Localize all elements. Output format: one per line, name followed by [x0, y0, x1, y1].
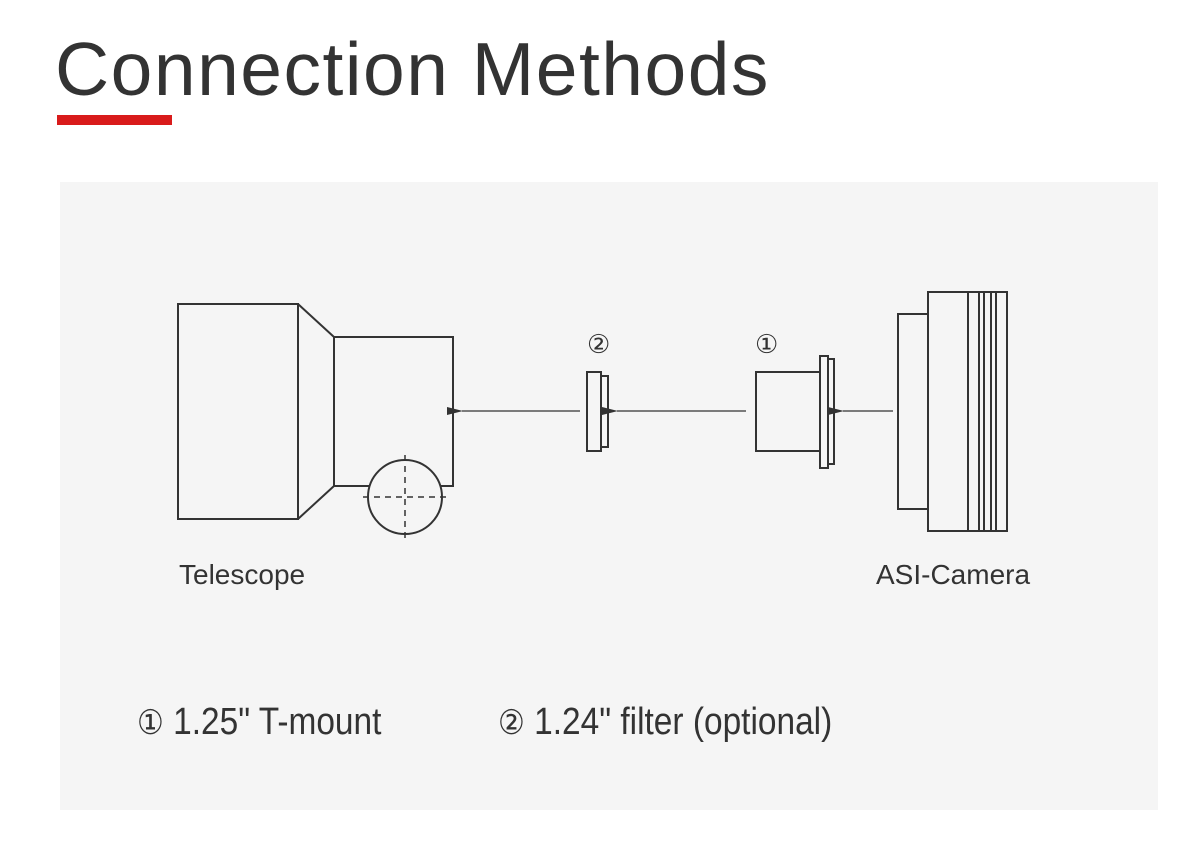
- title-accent-bar: [57, 115, 172, 125]
- legend-item-filter: ② 1.24" filter (optional): [498, 700, 832, 745]
- tmount-flange: [819, 355, 829, 469]
- page-title: Connection Methods: [55, 27, 770, 111]
- camera-nose: [897, 313, 929, 510]
- legend-marker: ①: [137, 703, 164, 743]
- filter-ring: [586, 371, 602, 452]
- telescope-body: [177, 303, 299, 520]
- knob-crosshair: [363, 455, 448, 540]
- filter-thread: [600, 375, 609, 448]
- camera-drawing: [897, 291, 1008, 532]
- filter-drawing: [586, 371, 609, 452]
- legend-text: 1.24" filter (optional): [534, 701, 833, 743]
- tmount-marker: ①: [755, 330, 779, 360]
- telescope-drawing: [177, 303, 454, 540]
- telescope-label: Telescope: [179, 559, 306, 590]
- tmount-barrel: [755, 371, 821, 452]
- tmount-thread: [827, 358, 835, 465]
- legend-marker: ②: [498, 703, 525, 743]
- legend-item-tmount: ① 1.25" T-mount: [137, 700, 381, 745]
- diagram-panel: [60, 182, 1158, 810]
- filter-marker: ②: [587, 330, 611, 360]
- camera-label: ASI-Camera: [876, 559, 1031, 590]
- legend-text: 1.25" T-mount: [173, 701, 382, 743]
- telescope-cone: [297, 303, 335, 520]
- camera-fins: [967, 292, 997, 531]
- tmount-drawing: [755, 355, 835, 469]
